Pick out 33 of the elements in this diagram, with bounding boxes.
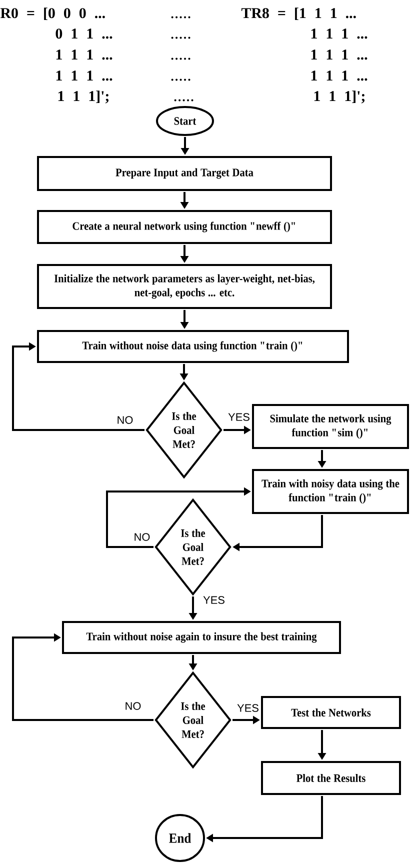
process-box: Create a neural network using function "newff ()" <box>37 210 332 244</box>
process-box: Prepare Input and Target Data <box>37 156 332 191</box>
process-box: Test the Networks <box>261 696 401 729</box>
matrix-row: 1 1 1]'; <box>58 90 108 104</box>
edge-label: NO <box>132 532 152 542</box>
arrow <box>12 633 154 721</box>
matrix-row: 1 1 1 ... <box>56 50 112 60</box>
arrow <box>12 342 144 431</box>
matrix-row: 0 1 1 ... <box>56 28 112 39</box>
edge-label: NO <box>116 415 134 425</box>
process-box: Initialize the network parameters as layer-weight, net-bias, net-goal, epochs ... etc. <box>37 264 332 309</box>
terminal-oval: End <box>155 814 205 862</box>
process-box: Plot the Results <box>261 761 401 795</box>
matrix-row: TR8 = [1 1 1 ... <box>241 8 356 20</box>
matrix-row: 1 1 1]'; <box>314 90 364 104</box>
ellipsis-dots: ..... <box>171 58 190 60</box>
matrix-row: 1 1 1 ... <box>311 70 368 81</box>
matrix-row: 1 1 1 ... <box>56 70 112 81</box>
edge-label: NO <box>124 701 142 711</box>
matrix-row: 1 1 1 ... <box>311 28 368 39</box>
ellipsis-dots: ..... <box>171 36 190 39</box>
process-box: Train without noise data using function "train ()" <box>37 330 349 363</box>
ellipsis-dots: ..... <box>171 16 190 18</box>
edge-label: YES <box>202 595 226 605</box>
ellipsis-dots: ..... <box>171 78 190 81</box>
process-box: Train without noise again to insure the best training <box>62 621 341 654</box>
terminal-oval: Start <box>156 106 214 136</box>
edge-label: YES <box>227 412 251 422</box>
matrix-row: R0 = [0 0 0 ... <box>0 8 105 20</box>
process-box: Train with noisy data using the function "train ()" <box>252 469 409 514</box>
process-box: Simulate the network using function "sim ()" <box>252 404 409 449</box>
matrix-row: 1 1 1 ... <box>311 50 368 60</box>
edge-label: YES <box>236 703 260 713</box>
